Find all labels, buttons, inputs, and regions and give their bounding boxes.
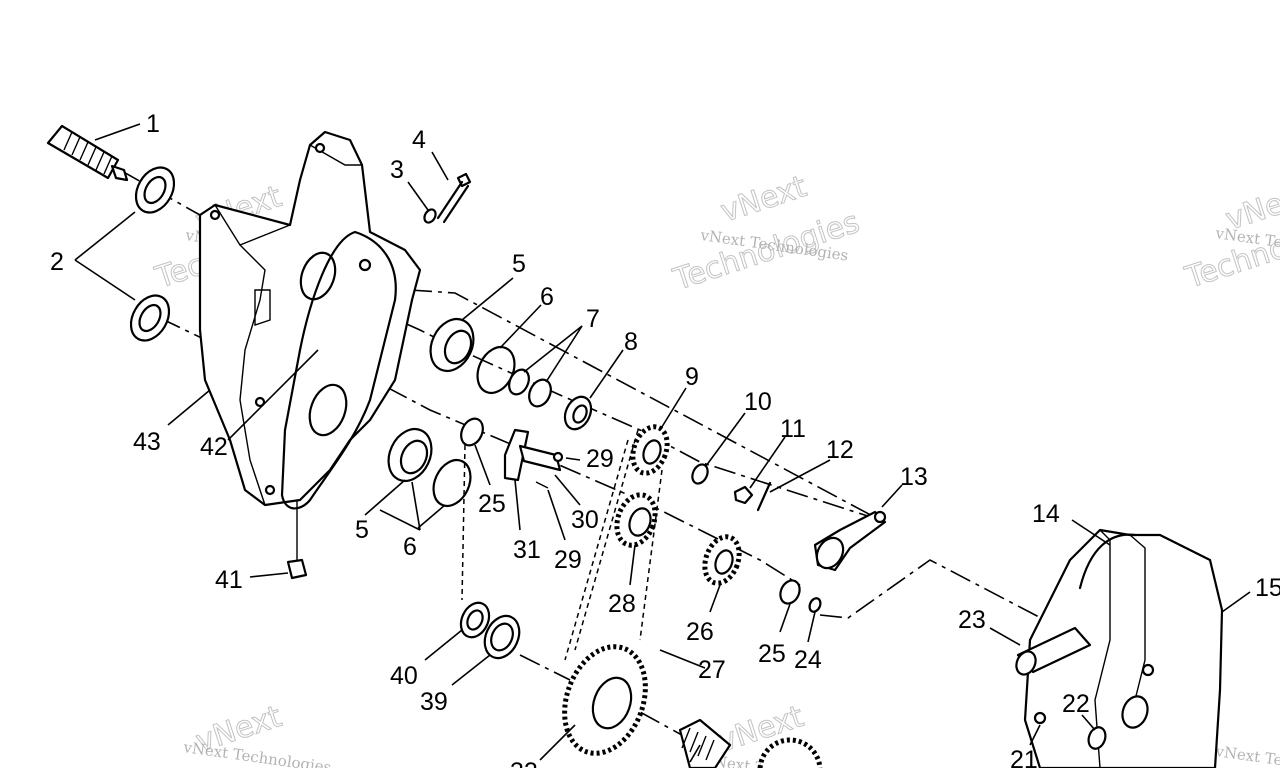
callout-42[interactable]: 42 xyxy=(200,433,228,461)
output-shaft xyxy=(678,718,732,768)
part-24-25-lower xyxy=(779,579,822,613)
watermark-mark: vNext xyxy=(717,169,811,229)
part-42-gasket xyxy=(280,230,397,510)
callout-1[interactable]: 1 xyxy=(146,110,160,138)
callout-6a[interactable]: 6 xyxy=(540,283,554,311)
callout-24[interactable]: 24 xyxy=(794,646,822,674)
callout-22[interactable]: 22 xyxy=(1062,690,1090,718)
callout-41[interactable]: 41 xyxy=(215,566,243,594)
callout-7[interactable]: 7 xyxy=(586,305,600,333)
upper-shaft-parts xyxy=(429,318,593,431)
watermark-text: vNext Technologies xyxy=(1213,742,1280,768)
leader-lines xyxy=(74,123,1251,763)
callout-23[interactable]: 23 xyxy=(958,606,986,634)
part-2-seals xyxy=(129,166,176,342)
callout-30[interactable]: 30 xyxy=(571,506,599,534)
callout-14[interactable]: 14 xyxy=(1032,500,1060,528)
callout-32[interactable]: 32 xyxy=(510,758,538,768)
callout-11[interactable]: 11 xyxy=(780,415,806,443)
callout-13[interactable]: 13 xyxy=(900,463,928,491)
part-39-40-41 xyxy=(286,500,521,660)
callout-40[interactable]: 40 xyxy=(390,662,418,690)
callout-39[interactable]: 39 xyxy=(420,688,448,716)
part-13-shift-arm xyxy=(813,510,887,572)
callout-4[interactable]: 4 xyxy=(412,126,426,154)
callout-31[interactable]: 31 xyxy=(513,536,541,564)
callout-5a[interactable]: 5 xyxy=(512,250,526,278)
callout-43[interactable]: 43 xyxy=(133,428,161,456)
callout-8[interactable]: 8 xyxy=(624,328,638,356)
part-29-30-31 xyxy=(503,428,564,489)
lower-shaft-parts xyxy=(387,417,484,508)
callout-29a[interactable]: 29 xyxy=(586,445,614,473)
callout-21[interactable]: 21 xyxy=(1010,746,1038,768)
callout-27[interactable]: 27 xyxy=(698,656,726,684)
callout-numbers: 1 2 3 4 5 6 7 8 9 10 11 12 13 14 15 23 2… xyxy=(50,110,1280,768)
gears-and-chain xyxy=(562,424,823,768)
callout-5b[interactable]: 5 xyxy=(355,516,369,544)
right-cover-assembly xyxy=(1015,528,1224,768)
callout-26[interactable]: 26 xyxy=(686,618,714,646)
callout-25b[interactable]: 25 xyxy=(758,640,786,668)
callout-15[interactable]: 15 xyxy=(1255,574,1280,602)
watermark-text: vNext Technologies xyxy=(181,738,332,768)
callout-2[interactable]: 2 xyxy=(50,248,64,276)
part-43-housing xyxy=(198,130,422,507)
part-10-11-12 xyxy=(691,463,772,512)
callout-29b[interactable]: 29 xyxy=(554,546,582,574)
part-3-4-bolt xyxy=(423,172,472,224)
part-1-shaft xyxy=(46,124,129,182)
callout-12[interactable]: 12 xyxy=(826,436,854,464)
callout-28[interactable]: 28 xyxy=(608,590,636,618)
callout-25a[interactable]: 25 xyxy=(478,490,506,518)
callout-3[interactable]: 3 xyxy=(390,156,404,184)
assembly-axes xyxy=(119,169,1061,746)
callout-6b[interactable]: 6 xyxy=(403,533,417,561)
callout-9[interactable]: 9 xyxy=(685,363,699,391)
callout-10[interactable]: 10 xyxy=(744,388,772,416)
